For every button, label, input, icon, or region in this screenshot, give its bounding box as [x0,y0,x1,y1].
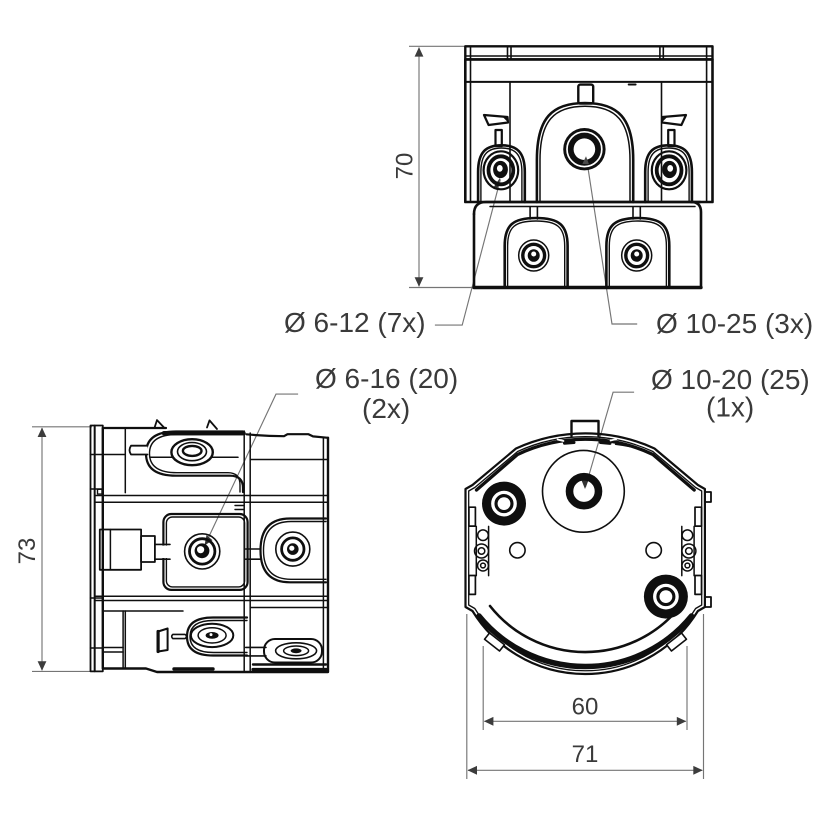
svg-text:(2x): (2x) [362,393,410,424]
svg-text:Ø 10-25 (3x): Ø 10-25 (3x) [656,308,813,339]
svg-text:(1x): (1x) [706,391,754,422]
svg-text:Ø 6-16 (20): Ø 6-16 (20) [315,363,458,394]
svg-text:Ø 10-20 (25): Ø 10-20 (25) [651,364,810,395]
svg-text:Ø 6-12 (7x): Ø 6-12 (7x) [284,307,426,338]
svg-text:60: 60 [572,694,599,721]
svg-text:70: 70 [392,153,419,180]
svg-text:71: 71 [572,741,599,768]
svg-text:73: 73 [14,538,41,565]
